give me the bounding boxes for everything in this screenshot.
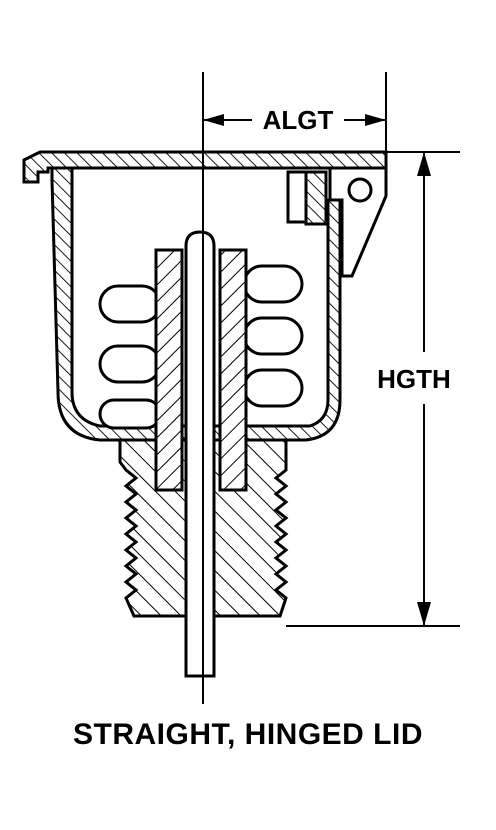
hinge-block — [304, 170, 328, 226]
algt-arrow-left — [203, 114, 224, 126]
cup-shell — [50, 166, 342, 442]
figure-caption: STRAIGHT, HINGED LID — [72, 718, 423, 751]
hinge-pin — [347, 177, 373, 203]
hinged-lid — [22, 150, 388, 184]
hgth-arrow-top — [417, 152, 431, 176]
sleeve-left — [154, 248, 184, 492]
spring-left — [98, 284, 162, 430]
hinge-block-left — [286, 170, 308, 224]
hgth-arrow-bottom — [417, 602, 431, 626]
hgth-label: HGTH — [377, 364, 451, 394]
algt-label: ALGT — [263, 105, 334, 135]
algt-arrow-right — [365, 114, 386, 126]
spring-right — [242, 264, 304, 408]
sleeve-right — [218, 248, 248, 492]
hinge-body — [328, 166, 388, 278]
center-tube — [184, 230, 216, 678]
